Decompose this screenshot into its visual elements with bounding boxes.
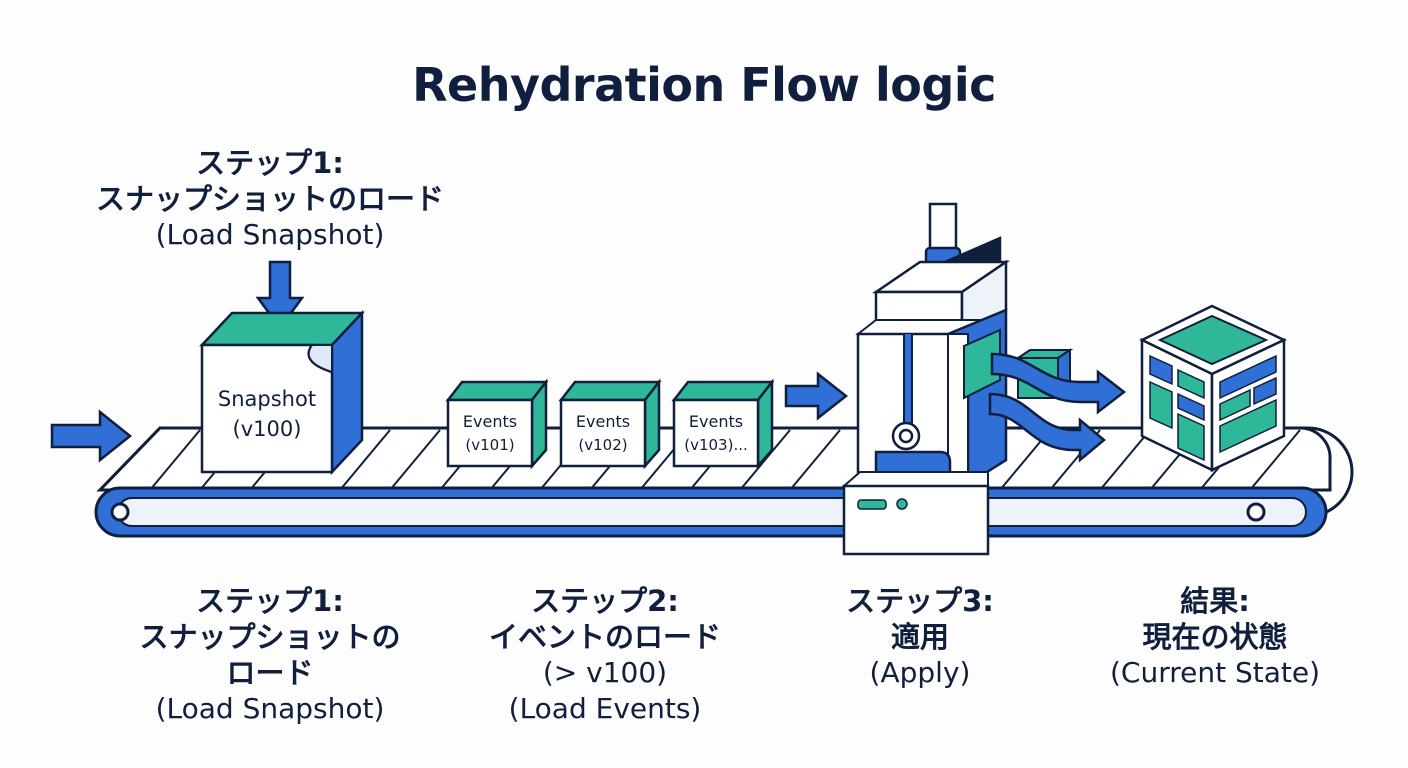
step2-jp: イベントのロード bbox=[488, 620, 721, 654]
event-box-3-version: (v103)... bbox=[684, 436, 748, 454]
step2-version-range: (> v100) bbox=[542, 656, 668, 689]
result-caption: 結果: 現在の状態 (Current State) bbox=[1080, 583, 1350, 691]
top-caption-jp: スナップショットのロード bbox=[95, 182, 444, 216]
output-arrow-lower-icon bbox=[988, 392, 1106, 463]
snapshot-version: (v100) bbox=[233, 417, 302, 441]
event-box-2: Events (v102) bbox=[558, 378, 662, 470]
input-arrow-icon bbox=[50, 409, 133, 463]
step2-en: (Load Events) bbox=[508, 692, 702, 725]
step1-jp-line2: ロード bbox=[226, 656, 314, 690]
event-box-1-version: (v101) bbox=[465, 436, 514, 454]
top-caption-load-snapshot: ステップ1: スナップショットのロード (Load Snapshot) bbox=[60, 145, 480, 253]
step2-number: ステップ2: bbox=[531, 584, 679, 618]
conveyor-belt bbox=[94, 426, 1354, 538]
snapshot-label: Snapshot bbox=[218, 387, 316, 411]
event-box-2-version: (v102) bbox=[578, 436, 627, 454]
event-box-3-label: Events bbox=[689, 412, 743, 431]
step3-caption: ステップ3: 適用 (Apply) bbox=[800, 583, 1040, 691]
step3-en: (Apply) bbox=[869, 656, 971, 689]
output-arrow-upper-icon bbox=[990, 352, 1127, 415]
machine-input-arrow-icon bbox=[784, 371, 849, 421]
step3-jp: 適用 bbox=[890, 620, 949, 654]
top-caption-en: (Load Snapshot) bbox=[155, 218, 385, 251]
step1-jp-line1: スナップショットの bbox=[139, 620, 401, 654]
diagram-title: Rehydration Flow logic bbox=[412, 58, 996, 112]
step1-en: (Load Snapshot) bbox=[155, 692, 385, 725]
apply-machine bbox=[841, 202, 1074, 556]
result-en: (Current State) bbox=[1109, 656, 1321, 689]
current-state-cube bbox=[1139, 304, 1287, 472]
result-label: 結果: bbox=[1180, 584, 1250, 618]
step1-caption: ステップ1: スナップショットの ロード (Load Snapshot) bbox=[90, 583, 450, 727]
snapshot-box: Snapshot (v100) bbox=[199, 309, 365, 476]
step3-number: ステップ3: bbox=[846, 584, 994, 618]
step2-caption: ステップ2: イベントのロード (> v100) (Load Events) bbox=[455, 583, 755, 727]
event-box-2-label: Events bbox=[576, 412, 630, 431]
top-caption-step: ステップ1: bbox=[196, 146, 344, 180]
left-roller bbox=[110, 502, 130, 522]
event-box-1-label: Events bbox=[463, 412, 517, 431]
step1-number: ステップ1: bbox=[196, 584, 344, 618]
result-jp: 現在の状態 bbox=[1142, 620, 1288, 654]
event-box-1: Events (v101) bbox=[445, 378, 549, 470]
event-box-3: Events (v103)... bbox=[671, 378, 775, 470]
right-roller bbox=[1246, 502, 1266, 522]
